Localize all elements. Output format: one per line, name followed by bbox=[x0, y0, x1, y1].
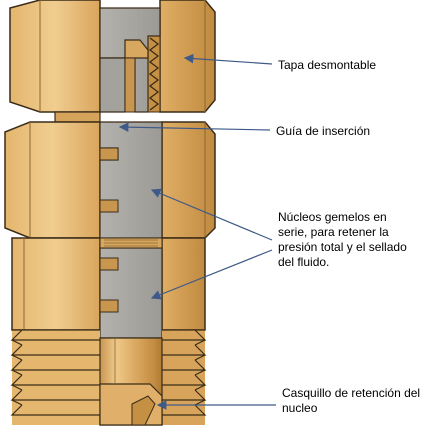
label-removable-cap: Tapa desmontable bbox=[278, 58, 377, 72]
cap-internal-thread bbox=[147, 35, 161, 113]
label-retention-sleeve: Casquillo de retención del nucleo bbox=[282, 386, 421, 415]
retention-sleeve bbox=[99, 337, 163, 426]
label-twin-cores: Núcleos gemelos en serie, para retener l… bbox=[278, 210, 407, 269]
hex-body bbox=[4, 121, 216, 239]
external-thread bbox=[10, 329, 207, 425]
arrow-nucleos-upper bbox=[150, 188, 273, 241]
insertion-guide bbox=[99, 7, 161, 113]
callout-arrows bbox=[118, 53, 276, 410]
twin-cores bbox=[99, 121, 163, 339]
arrow-guia bbox=[118, 122, 271, 132]
shank bbox=[11, 237, 206, 331]
label-insertion-guide: Guía de inserción bbox=[276, 124, 371, 138]
arrow-nucleos-lower bbox=[150, 249, 273, 300]
arrow-tapa bbox=[183, 53, 273, 65]
